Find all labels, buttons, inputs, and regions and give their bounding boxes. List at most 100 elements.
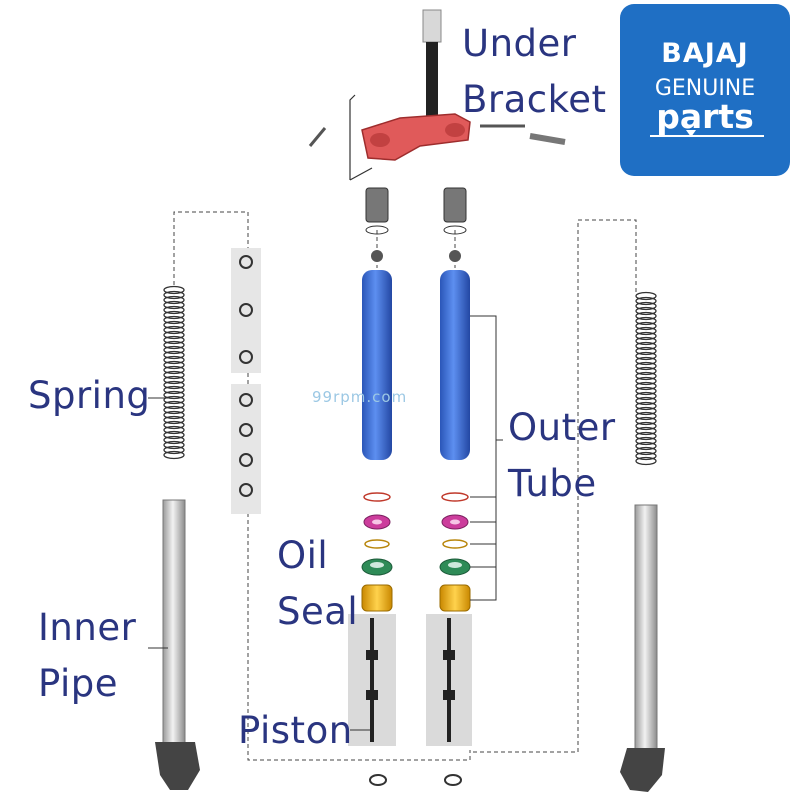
spring-coil: [635, 316, 657, 326]
spring-coil: [163, 335, 185, 345]
oil-seal-ring-hole: [450, 519, 460, 525]
retaining-ring: [442, 539, 468, 549]
piston-left: [348, 614, 396, 746]
label-oil-seal-line1: Oil: [277, 534, 329, 577]
spring-coil: [635, 291, 657, 301]
spring-coil: [163, 365, 185, 375]
spring-coil: [163, 430, 185, 440]
logo-underline: [650, 135, 764, 137]
label-oil-seal: Oil Seal: [277, 528, 358, 640]
logo-arrow-icon: [686, 130, 696, 137]
spring-coil: [635, 411, 657, 421]
spring-coil: [635, 376, 657, 386]
spring-coil: [163, 325, 185, 335]
spring-coil: [635, 396, 657, 406]
inner-pipe-right: [620, 504, 665, 792]
spring-coil: [635, 336, 657, 346]
spring-coil: [635, 331, 657, 341]
dust-seal-hole: [448, 562, 462, 568]
spring-coil: [163, 300, 185, 310]
spring-coil: [635, 416, 657, 426]
spring-coil: [635, 341, 657, 351]
spring-coil: [635, 306, 657, 316]
spring-coil: [163, 390, 185, 400]
inner-pipe-left: [155, 499, 200, 790]
spring-coil: [635, 421, 657, 431]
spring-coil: [163, 295, 185, 305]
spring-coil: [635, 456, 657, 466]
spring-coil: [635, 371, 657, 381]
spring-coil: [635, 446, 657, 456]
spring-coil: [635, 431, 657, 441]
spring-coil: [163, 350, 185, 360]
bottom-bushings: [369, 774, 462, 786]
seal-stack: [361, 492, 471, 612]
spring-coil: [635, 401, 657, 411]
logo-line1: GENUINE: [654, 76, 756, 101]
spring-coil: [163, 285, 185, 295]
circlip: [441, 492, 469, 502]
under-bracket-part: [308, 9, 566, 181]
spring-coil: [163, 355, 185, 365]
label-inner-pipe-line2: Pipe: [38, 662, 119, 705]
piston-right: [426, 614, 472, 746]
spring-coil: [635, 436, 657, 446]
spring-coil: [163, 315, 185, 325]
label-inner-pipe-line1: Inner: [38, 606, 137, 649]
spring-coil: [635, 301, 657, 311]
dust-seal-hole: [370, 562, 384, 568]
spring-coil: [163, 375, 185, 385]
oil-seal-ring-hole: [372, 519, 382, 525]
spring-coil: [635, 391, 657, 401]
spring-coil: [163, 305, 185, 315]
label-under-bracket-line2: Bracket: [462, 78, 607, 121]
retaining-ring: [364, 539, 390, 549]
spring-left: [163, 285, 185, 460]
spring-coil: [163, 395, 185, 405]
logo-brand: BAJAJ: [661, 38, 749, 69]
outer-tube-right: [440, 270, 470, 460]
spring-coil: [635, 311, 657, 321]
spring-coil: [635, 441, 657, 451]
spring-coil: [635, 356, 657, 366]
spring-coil: [163, 370, 185, 380]
spring-coil: [635, 426, 657, 436]
leader-lines: [148, 315, 503, 731]
label-piston: Piston: [238, 709, 353, 752]
label-outer-tube-line2: Tube: [508, 462, 597, 505]
label-outer-tube: Outer Tube: [508, 400, 616, 512]
spring-coil: [635, 381, 657, 391]
spring-coil: [163, 320, 185, 330]
fork-caps: [365, 187, 467, 262]
label-spring: Spring: [28, 374, 151, 417]
outer-tube-left: [362, 270, 392, 460]
spring-coil: [635, 451, 657, 461]
label-outer-tube-line1: Outer: [508, 406, 616, 449]
dust-cap: [439, 584, 471, 612]
spring-coil: [163, 435, 185, 445]
spring-coil: [163, 440, 185, 450]
logo-line2: parts: [656, 97, 754, 136]
spring-coil: [163, 400, 185, 410]
spring-coil: [163, 345, 185, 355]
spring-coil: [163, 410, 185, 420]
spring-coil: [635, 406, 657, 416]
dust-cap: [361, 584, 393, 612]
label-under-bracket: Under Bracket: [462, 16, 607, 128]
spring-coil: [635, 296, 657, 306]
spring-coil: [163, 420, 185, 430]
spring-coil: [163, 330, 185, 340]
spring-coil: [635, 366, 657, 376]
spring-coil: [635, 351, 657, 361]
label-inner-pipe: Inner Pipe: [38, 600, 136, 712]
spring-coil: [163, 425, 185, 435]
spring-coil: [163, 380, 185, 390]
spring-coil: [163, 290, 185, 300]
spring-coil: [163, 405, 185, 415]
spring-coil: [635, 361, 657, 371]
spring-coil: [163, 385, 185, 395]
spring-right: [635, 291, 657, 466]
label-oil-seal-line2: Seal: [277, 590, 359, 633]
spring-coil: [163, 415, 185, 425]
